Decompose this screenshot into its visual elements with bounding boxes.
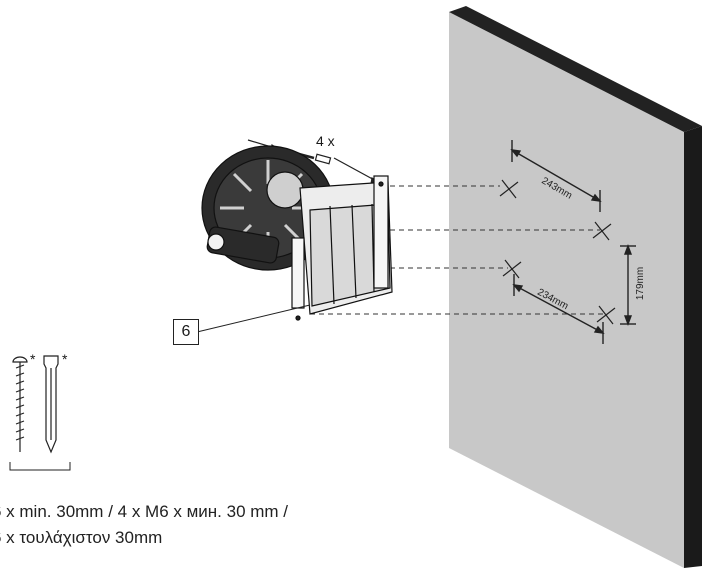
screw-icon: [12, 356, 28, 452]
dimension-label-vertical: 179mm: [635, 266, 647, 301]
wall-panel: [449, 6, 702, 568]
screw-asterisk: *: [30, 351, 36, 367]
hole-markers: [499, 179, 616, 325]
fastener-spec-line-2: 6 x τουλάχιστον 30mm: [0, 528, 163, 547]
fastener-spec-line-1: 6 x min. 30mm / 4 x M6 x мин. 30 mm /: [0, 502, 289, 521]
part-callout-number: 6: [173, 319, 199, 345]
hole-marker-bottom-left: [502, 259, 522, 279]
projection-lines: [310, 185, 605, 315]
hole-marker-top-left: [499, 179, 519, 199]
wall-plug-asterisk: *: [62, 351, 68, 367]
length-bracket: [9, 462, 71, 471]
wall-plug-icon: [43, 355, 59, 454]
dimension-lines: [510, 140, 636, 344]
callout-leader: [196, 304, 311, 333]
hole-marker-top-right: [592, 221, 612, 241]
device-unit: [201, 145, 393, 321]
screw-quantity-label: 4 x: [316, 133, 335, 149]
hole-marker-bottom-right: [596, 305, 616, 325]
